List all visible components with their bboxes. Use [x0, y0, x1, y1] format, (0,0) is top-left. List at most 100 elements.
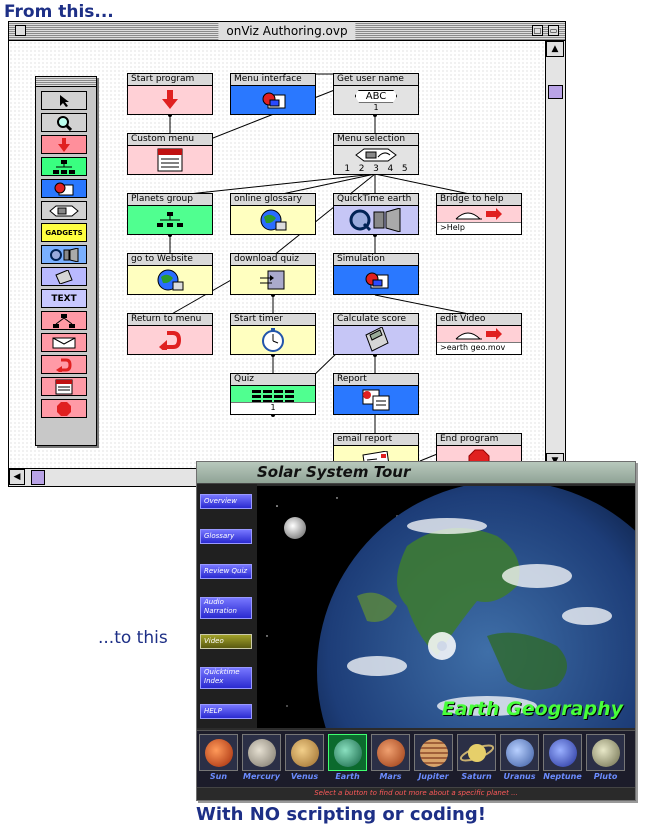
planet-name: Earth: [335, 772, 360, 781]
scroll-up-icon[interactable]: ▲: [546, 41, 564, 57]
report-window-icon: [362, 389, 390, 411]
text-entry-icon: ABC: [354, 89, 398, 103]
node-start-timer[interactable]: Start timer: [230, 313, 316, 355]
return-tool-icon[interactable]: [41, 355, 87, 374]
envelope-tool-icon[interactable]: [41, 333, 87, 352]
node-quiz[interactable]: Quiz 1: [230, 373, 316, 415]
sun-icon: [204, 738, 233, 767]
planet-button-mercury[interactable]: Mercury: [240, 731, 283, 789]
mars-icon: [376, 738, 405, 767]
planet-name: Mars: [379, 772, 402, 781]
earth-icon: [333, 738, 362, 767]
sidebar-button-glossary[interactable]: Glossary: [200, 529, 252, 544]
return-arrow-icon: [159, 331, 181, 350]
quicktime-tool-icon[interactable]: [41, 245, 87, 264]
planet-button-pluto[interactable]: Pluto: [584, 731, 627, 789]
quicktime-icon: [349, 208, 401, 232]
node-planets-group[interactable]: Planets group: [127, 193, 213, 235]
node-start-program[interactable]: Start program: [127, 73, 213, 115]
node-edit-video[interactable]: edit Video >earth geo.mov: [436, 313, 522, 355]
vertical-scrollbar[interactable]: ▲ ▼: [545, 41, 565, 469]
group-tool-icon[interactable]: [41, 157, 87, 176]
node-menu-selection[interactable]: Menu selection 1 2 3 4 5: [333, 133, 419, 175]
planet-name: Neptune: [543, 772, 582, 781]
sidebar-button-help[interactable]: HELP: [200, 704, 252, 719]
branch-number: 4: [387, 164, 394, 174]
node-label: Custom menu: [127, 133, 213, 146]
planet-button-neptune[interactable]: Neptune: [541, 731, 584, 789]
planet-button-jupiter[interactable]: Jupiter: [412, 731, 455, 789]
planet-name: Pluto: [593, 772, 618, 781]
arrow-tool-icon[interactable]: [41, 91, 87, 110]
node-label: download quiz: [230, 253, 316, 266]
venus-icon: [290, 738, 319, 767]
node-label: Planets group: [127, 193, 213, 206]
selection-switch-tool-icon[interactable]: [41, 201, 87, 220]
bridge-icon: [455, 208, 502, 220]
planet-button-venus[interactable]: Venus: [283, 731, 326, 789]
gadgets-tool-icon[interactable]: GADGETS: [41, 223, 87, 242]
sidebar-button-video[interactable]: Video: [200, 634, 252, 649]
caption-from-this: From this...: [4, 2, 114, 22]
zoom-tool-icon[interactable]: [41, 113, 87, 132]
calculator-icon: [365, 327, 389, 352]
text-tool-icon[interactable]: TEXT: [41, 289, 87, 308]
node-label: online glossary: [230, 193, 316, 206]
planet-name: Saturn: [461, 772, 492, 781]
sidebar-button-review-quiz[interactable]: Review Quiz: [200, 564, 252, 579]
node-get-user-name[interactable]: Get user name ABC 1: [333, 73, 419, 115]
node-online-glossary[interactable]: online glossary: [230, 193, 316, 235]
sidebar-button-audio-narration[interactable]: Audio Narration: [200, 597, 252, 619]
interface-tool-icon[interactable]: [41, 179, 87, 198]
start-program-tool-icon[interactable]: [41, 135, 87, 154]
node-label: End program: [436, 433, 522, 446]
app-sidebar: Overview Glossary Review Quiz Audio Narr…: [197, 484, 257, 728]
horizontal-scroll-thumb[interactable]: [31, 470, 45, 485]
window-titlebar[interactable]: onViz Authoring.ovp □ ▭: [9, 22, 565, 41]
globe-icon: [260, 209, 287, 231]
node-label: Start timer: [230, 313, 316, 326]
node-quicktime-earth[interactable]: QuickTime earth: [333, 193, 419, 235]
bridge-icon: [455, 328, 502, 340]
scroll-left-icon[interactable]: ◀: [9, 469, 25, 485]
zoom-box-icon[interactable]: □: [532, 25, 543, 36]
sidebar-button-quicktime-index[interactable]: Quicktime Index: [200, 667, 252, 689]
node-go-to-website[interactable]: go to Website: [127, 253, 213, 295]
planet-button-mars[interactable]: Mars: [369, 731, 412, 789]
vertical-scroll-thumb[interactable]: [548, 85, 563, 99]
collapse-box-icon[interactable]: ▭: [548, 25, 559, 36]
web-globe-icon: [157, 269, 184, 291]
planet-button-earth[interactable]: Earth: [326, 731, 369, 789]
node-bridge-to-help[interactable]: Bridge to help >Help: [436, 193, 522, 235]
planet-button-uranus[interactable]: Uranus: [498, 731, 541, 789]
planet-button-saturn[interactable]: Saturn: [455, 731, 498, 789]
node-sub-label: >Help: [437, 222, 521, 234]
close-box-icon[interactable]: [15, 25, 26, 36]
node-label: Start program: [127, 73, 213, 86]
branch-tool-icon[interactable]: [41, 311, 87, 330]
custom-menu-tool-icon[interactable]: [41, 377, 87, 396]
node-simulation[interactable]: Simulation: [333, 253, 419, 295]
node-label: Menu interface: [230, 73, 316, 86]
node-calculate-score[interactable]: Calculate score: [333, 313, 419, 355]
node-label: Bridge to help: [436, 193, 522, 206]
node-return-to-menu[interactable]: Return to menu: [127, 313, 213, 355]
sidebar-button-overview[interactable]: Overview: [200, 494, 252, 509]
planet-button-sun[interactable]: Sun: [197, 731, 240, 789]
planet-name: Uranus: [503, 772, 536, 781]
planet-name: Venus: [290, 772, 319, 781]
calculate-tool-icon[interactable]: [41, 267, 87, 286]
tool-palette: GADGETS TEXT: [35, 76, 97, 446]
jupiter-icon: [419, 738, 448, 767]
saturn-icon: [459, 743, 494, 762]
node-custom-menu[interactable]: Custom menu: [127, 133, 213, 175]
node-menu-interface[interactable]: Menu interface: [230, 73, 316, 115]
flow-canvas[interactable]: Start program Menu interface Get user na…: [9, 41, 545, 469]
screen-window-icon: [262, 92, 286, 109]
branch-number: 5: [401, 164, 408, 174]
node-report[interactable]: Report: [333, 373, 419, 415]
palette-titlebar[interactable]: [36, 77, 96, 87]
stop-tool-icon[interactable]: [41, 399, 87, 418]
node-download-quiz[interactable]: download quiz: [230, 253, 316, 295]
node-label: Calculate score: [333, 313, 419, 326]
